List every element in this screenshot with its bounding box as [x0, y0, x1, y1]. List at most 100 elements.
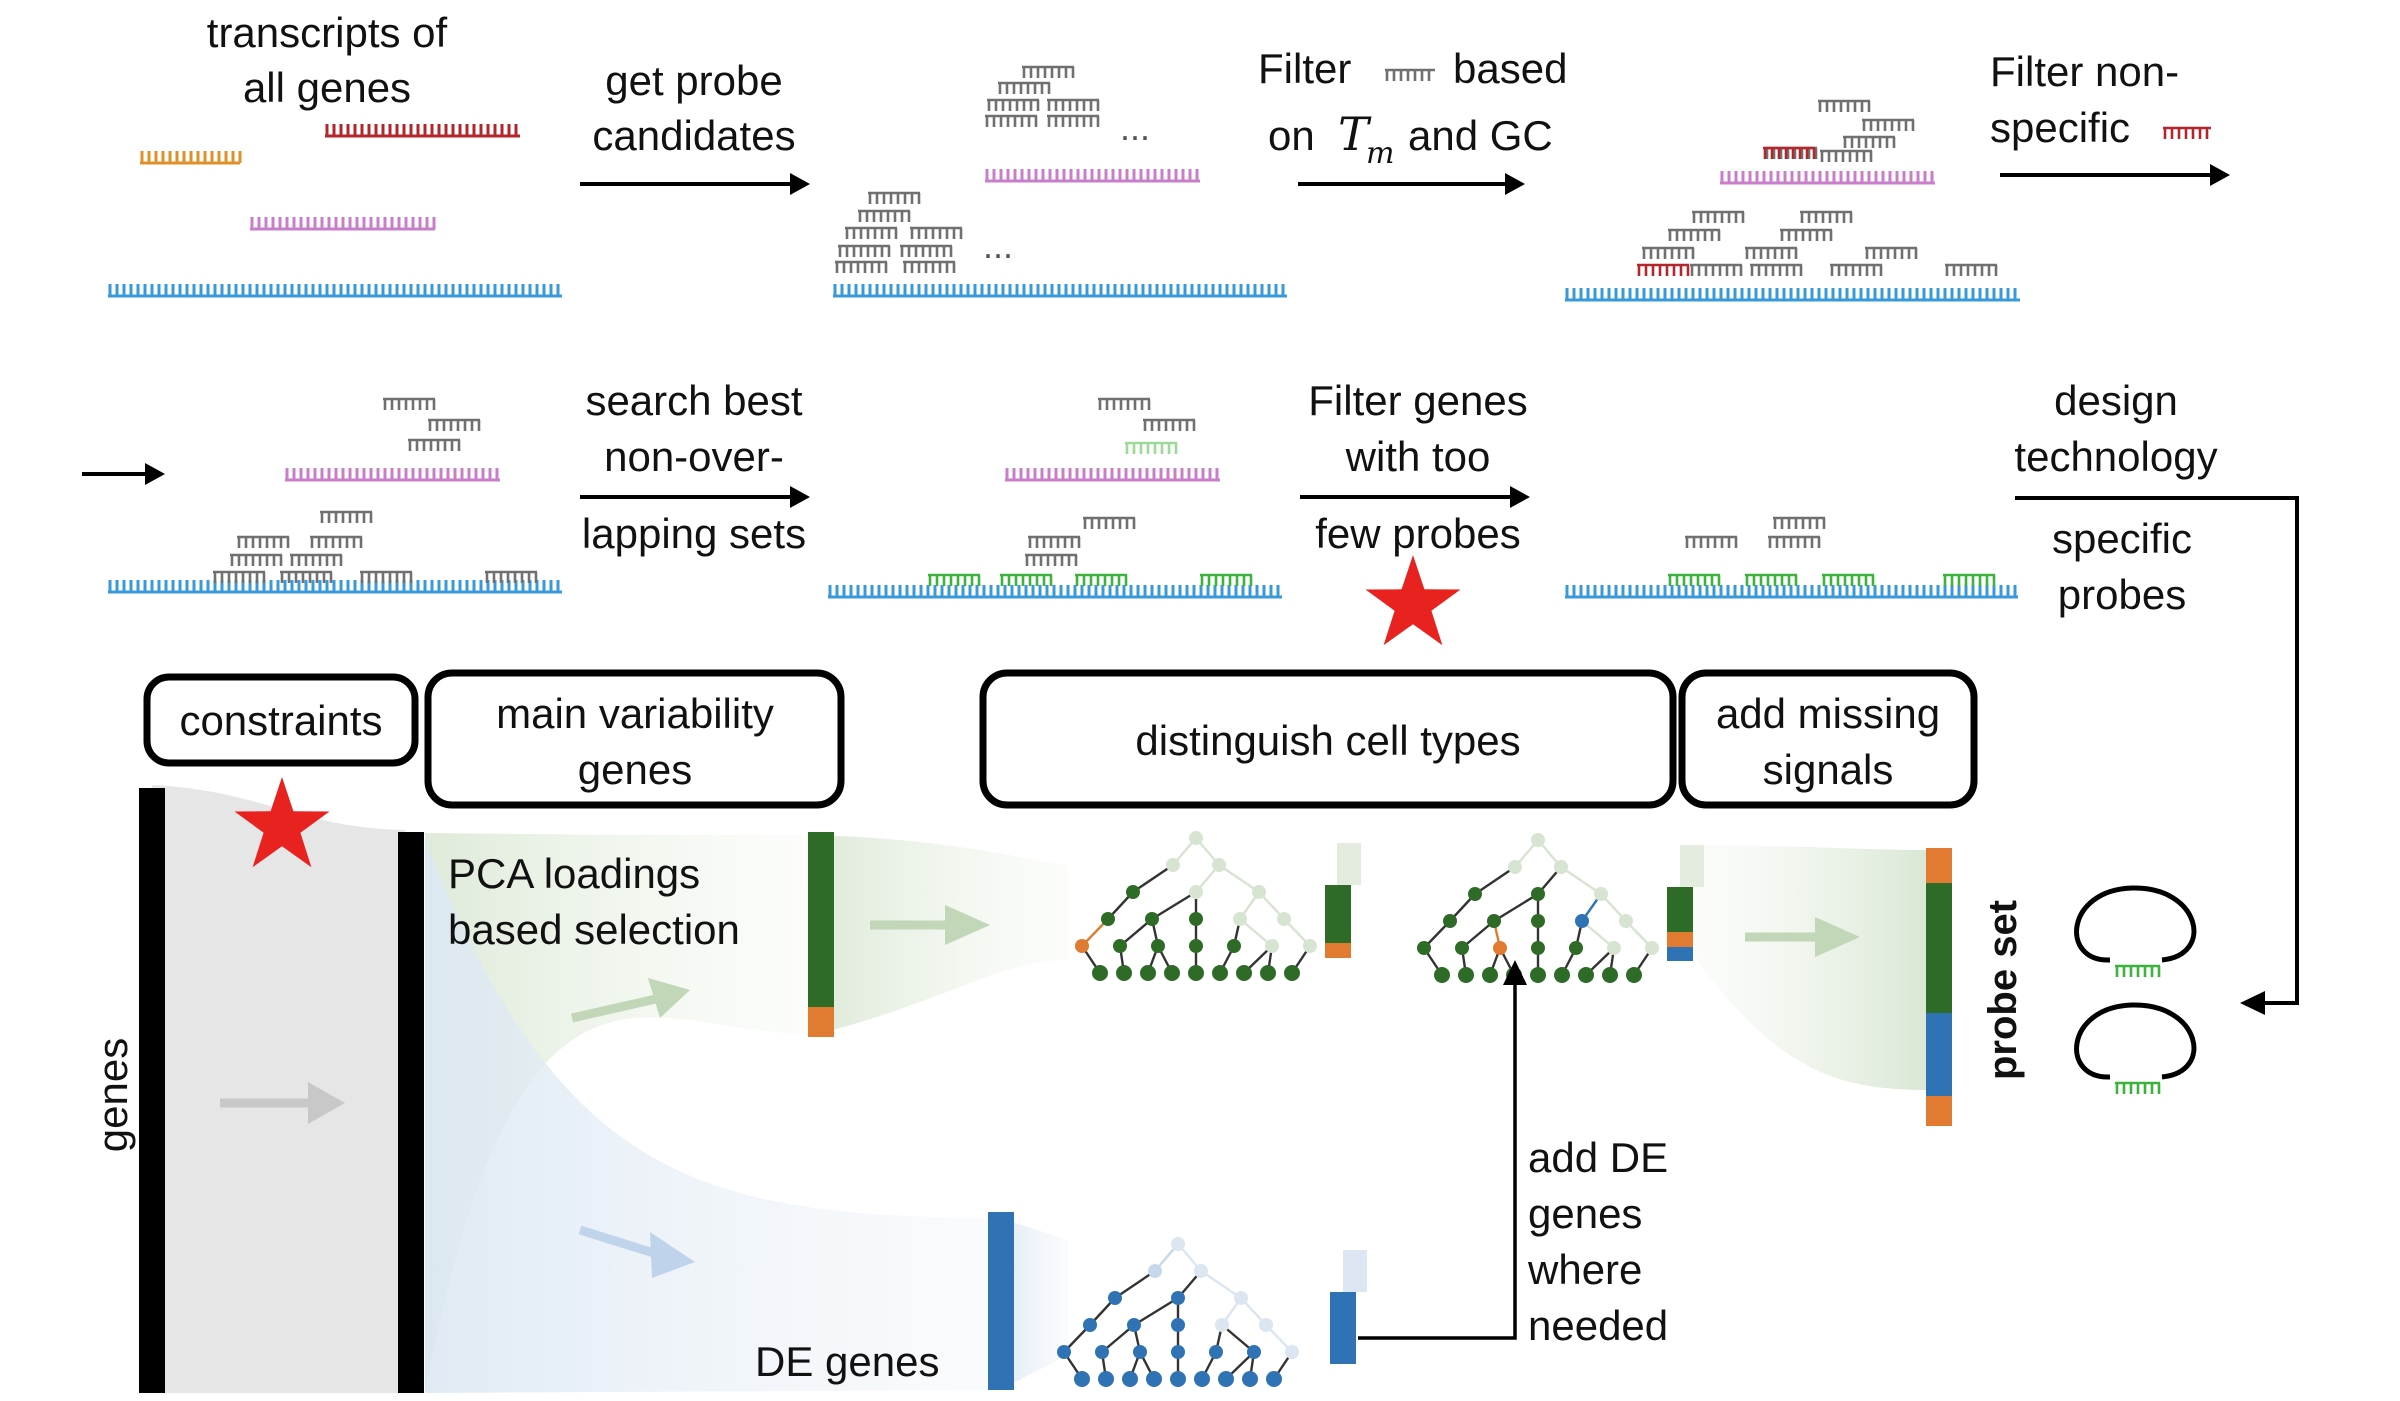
tree-node: [1619, 914, 1633, 928]
step-filter-genes-2: with too: [1345, 433, 1491, 480]
de-to-tree-flow: [1000, 1218, 1068, 1390]
add-de-label-4: needed: [1528, 1302, 1668, 1349]
tree-edge: [1132, 864, 1174, 893]
probe: [868, 191, 921, 204]
tree-edge: [1218, 864, 1260, 893]
constraints-label: constraints: [179, 697, 382, 744]
transcript: [285, 468, 500, 482]
probe: [1047, 98, 1100, 111]
step-filter-tm-gc: and GC: [1408, 112, 1553, 159]
tree-node: [1101, 912, 1115, 926]
add-de-label-3: where: [1527, 1246, 1642, 1293]
tree-node: [1487, 914, 1501, 928]
tree-node: [1146, 1371, 1162, 1387]
probe: [1642, 246, 1695, 259]
probe: [1668, 573, 1721, 586]
constraints-star-icon: [234, 777, 330, 868]
step-candidates-2: candidates: [592, 112, 795, 159]
probe: [1200, 573, 1253, 586]
design-arrow: [2015, 496, 2299, 1015]
tree-node: [1645, 941, 1659, 955]
probe: [858, 209, 911, 222]
probe: [428, 418, 481, 431]
probe: [383, 397, 436, 410]
probe: [1075, 573, 1128, 586]
ellipsis-1: ...: [1120, 107, 1150, 148]
probe-set-label: probe set: [1981, 900, 2025, 1080]
de-tree-bar: [1330, 1250, 1367, 1364]
probe-loop-2: [2074, 1002, 2197, 1094]
probe: [1025, 553, 1078, 566]
probe: [1125, 441, 1178, 454]
probe: [1083, 516, 1136, 529]
tree-node: [1098, 1371, 1114, 1387]
step-filter-genes-3: few probes: [1315, 510, 1520, 557]
ellipsis-2: ...: [983, 225, 1013, 266]
tree-node: [1151, 939, 1165, 953]
probe: [320, 510, 373, 523]
tree-node: [1234, 1291, 1248, 1305]
probe: [1862, 118, 1915, 131]
tree-node: [1569, 941, 1583, 955]
tree-node: [1607, 941, 1621, 955]
probe-loop-1: [2074, 885, 2197, 977]
step-filter-nonspecific-1: Filter non-: [1990, 48, 2179, 95]
variability-box: main variability genes: [424, 669, 845, 809]
step-best-sets-3: lapping sets: [582, 510, 806, 557]
probe: [2163, 126, 2211, 139]
probe: [1768, 535, 1821, 548]
tree-flow-arrow: [870, 905, 990, 945]
constraints-box: constraints: [143, 673, 419, 767]
filter-genes-star-icon: [1365, 555, 1461, 646]
tree-node: [1075, 939, 1089, 953]
tree-node: [1594, 887, 1608, 901]
arrow-filter-nonspecific: [2000, 164, 2230, 186]
probe: [987, 98, 1040, 111]
tree-edge: [1493, 892, 1539, 923]
tree-node: [1189, 885, 1203, 899]
tree-node: [1260, 965, 1276, 981]
probe: [1143, 418, 1196, 431]
tree-node: [1493, 941, 1507, 955]
tree-node: [1215, 1318, 1229, 1332]
probe: [408, 438, 461, 451]
tree-node: [1189, 912, 1203, 926]
probe: [1047, 114, 1100, 127]
probe: [1690, 263, 1743, 276]
tree-node: [1458, 967, 1474, 983]
arrow-best-sets: [580, 486, 810, 508]
step-best-sets-1: search best: [585, 377, 802, 424]
tree-edge: [1474, 866, 1516, 895]
probe: [360, 570, 413, 583]
tree1-bar: [1325, 843, 1361, 958]
tree-edge: [1151, 890, 1197, 921]
tree-node: [1171, 1318, 1185, 1332]
probe: [1822, 573, 1875, 586]
transcript: [1565, 288, 2020, 302]
transcript: [828, 585, 1282, 599]
probe: [237, 535, 290, 548]
genes-flow: [152, 785, 405, 1393]
variability-label-2: genes: [578, 746, 692, 793]
constrained-genes-bar: [398, 832, 424, 1393]
probe: [213, 570, 266, 583]
tree-node: [1212, 858, 1226, 872]
tree2-bar: [1667, 845, 1704, 961]
transcript: [833, 284, 1287, 298]
variability-flow: [425, 833, 808, 1393]
tree-node: [1209, 1345, 1223, 1359]
tree-node: [1218, 1371, 1234, 1387]
distinguish-box: distinguish cell types: [979, 669, 1677, 809]
probe: [1830, 263, 1883, 276]
tm-subscript: m: [1366, 136, 1394, 171]
step-filter-genes-1: Filter genes: [1308, 377, 1527, 424]
tree-node: [1074, 1371, 1090, 1387]
tree-node: [1482, 967, 1498, 983]
tree-node: [1247, 1345, 1261, 1359]
pca-label-1: PCA loadings: [448, 850, 700, 897]
tree-node: [1236, 965, 1252, 981]
tree-node: [1578, 967, 1594, 983]
tree-node: [1189, 831, 1203, 845]
variability-to-tree-flow: [818, 835, 1068, 1034]
tree-node: [1531, 914, 1545, 928]
